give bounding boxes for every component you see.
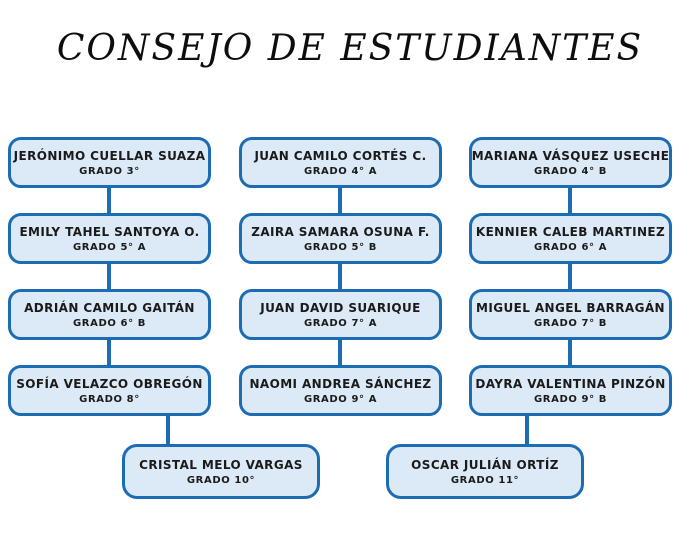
student-grade: GRADO 3° [79,165,140,177]
student-name: MARIANA VÁSQUEZ USECHE [471,148,670,163]
student-name: DAYRA VALENTINA PINZÓN [475,376,666,391]
connector-line [166,413,170,447]
student-grade: GRADO 11° [450,474,520,486]
chart-node: MIGUEL ANGEL BARRAGÁN GRADO 7° B [469,289,672,340]
student-grade: GRADO 4° A [303,165,378,177]
student-name: CRISTAL MELO VARGAS [139,457,303,472]
chart-node: NAOMI ANDREA SÁNCHEZ GRADO 9° A [239,365,442,416]
connector-line [568,185,572,216]
connector-line [338,337,342,368]
student-name: ZAIRA SAMARA OSUNA F. [251,224,430,239]
connector-line [107,261,111,292]
connector-line [338,261,342,292]
student-name: EMILY TAHEL SANTOYA O. [19,224,200,239]
chart-node: ADRIÁN CAMILO GAITÁN GRADO 6° B [8,289,211,340]
student-grade: GRADO 7° B [534,317,607,329]
chart-node: JUAN CAMILO CORTÉS C. GRADO 4° A [239,137,442,188]
student-grade: GRADO 4° B [534,165,607,177]
student-grade: GRADO 5° B [304,241,377,253]
chart-node: ZAIRA SAMARA OSUNA F. GRADO 5° B [239,213,442,264]
student-name: MIGUEL ANGEL BARRAGÁN [476,300,666,315]
chart-node: JUAN DAVID SUARIQUE GRADO 7° A [239,289,442,340]
student-grade: GRADO 9° B [534,393,607,405]
student-grade: GRADO 9° A [303,393,378,405]
chart-node: DAYRA VALENTINA PINZÓN GRADO 9° B [469,365,672,416]
student-grade: GRADO 5° A [72,241,147,253]
chart-node: OSCAR JULIÁN ORTÍZ GRADO 11° [386,444,584,499]
page-title: CONSEJO DE ESTUDIANTES [56,28,644,69]
chart-node: CRISTAL MELO VARGAS GRADO 10° [122,444,320,499]
student-grade: GRADO 6° B [73,317,146,329]
student-grade: GRADO 6° A [533,241,608,253]
student-name: JERÓNIMO CUELLAR SUAZA [13,148,206,163]
student-name: KENNIER CALEB MARTINEZ [475,224,666,239]
student-name: JUAN CAMILO CORTÉS C. [254,148,427,163]
chart-node: JERÓNIMO CUELLAR SUAZA GRADO 3° [8,137,211,188]
student-name: OSCAR JULIÁN ORTÍZ [411,457,559,472]
connector-line [107,337,111,368]
student-grade: GRADO 10° [186,474,256,486]
student-name: ADRIÁN CAMILO GAITÁN [24,300,195,315]
connector-line [568,337,572,368]
student-grade: GRADO 8° [79,393,140,405]
student-name: JUAN DAVID SUARIQUE [260,300,421,315]
chart-node: EMILY TAHEL SANTOYA O. GRADO 5° A [8,213,211,264]
student-name: SOFÍA VELAZCO OBREGÓN [16,376,203,391]
connector-line [525,413,529,447]
connector-line [568,261,572,292]
student-name: NAOMI ANDREA SÁNCHEZ [249,376,432,391]
chart-node: KENNIER CALEB MARTINEZ GRADO 6° A [469,213,672,264]
chart-node: MARIANA VÁSQUEZ USECHE GRADO 4° B [469,137,672,188]
chart-node: SOFÍA VELAZCO OBREGÓN GRADO 8° [8,365,211,416]
connector-line [338,185,342,216]
connector-line [107,185,111,216]
student-grade: GRADO 7° A [303,317,378,329]
